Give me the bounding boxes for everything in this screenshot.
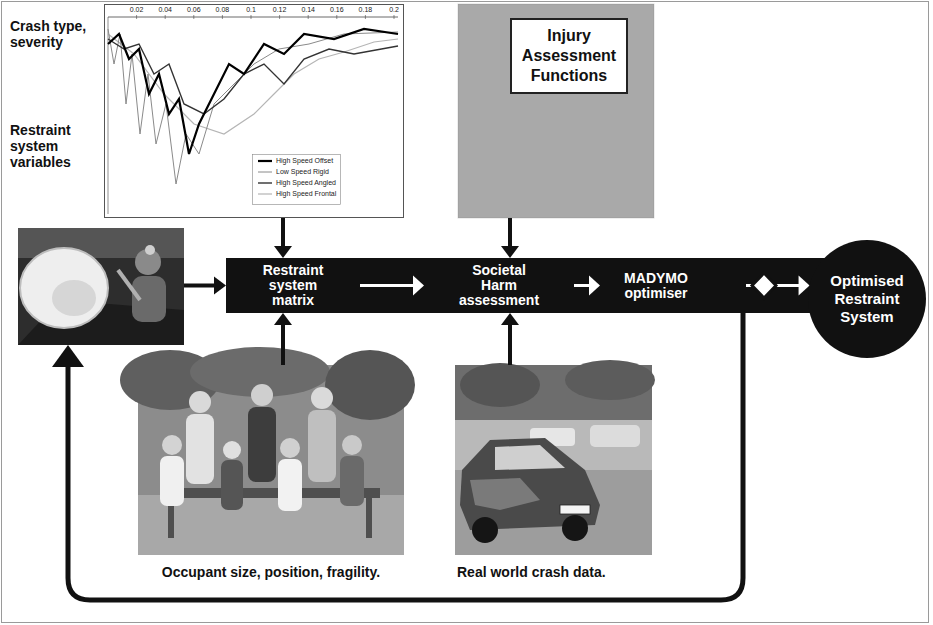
axis-label: 0.12 [273,6,287,14]
connector-line [360,284,415,287]
node-label: Occupant size, position, fragility. [134,564,408,580]
connector [360,276,424,296]
axis-label: 0.02 [130,6,144,14]
connector-line [574,284,591,287]
connector [574,276,600,296]
node-label: MADYMO optimiser [611,271,701,301]
connector-line [184,284,216,288]
axis-label: 0.18 [359,6,373,14]
arrow-head [501,313,519,325]
panel-texture [458,4,654,218]
node-label: Optimised Restraint System [819,272,915,326]
axis-label: 0.1 [246,6,256,14]
legend-line [258,160,272,162]
process-step: Societal Harm assessment [424,258,574,313]
connector-line [508,323,512,365]
node-label: Injury Assessment Functions [518,26,620,86]
injury-panel: Injury Assessment Functions [458,4,654,218]
photo-panel: Real world crash data. [455,365,652,555]
node-label: Real world crash data. [457,564,667,580]
legend-line [258,172,272,173]
crash-chart [105,5,404,218]
legend-row: High Speed Frontal [257,190,336,198]
legend-text: High Speed Angled [276,179,336,187]
arrow-head [214,277,226,295]
connector [274,218,292,258]
result-circle: Optimised Restraint System [808,240,926,358]
connector-line [68,313,743,600]
connector [184,277,226,295]
arrow-head [52,345,84,367]
node-label: Crash type, severity [10,18,98,50]
connector [52,313,743,600]
axis-label: 0.16 [330,6,344,14]
connector-line [508,218,512,248]
airbag-photo [18,228,184,345]
process-band [226,258,842,313]
legend-line [258,182,272,183]
label-box: Injury Assessment Functions [510,18,628,94]
node-label: Restraint system matrix [253,263,333,308]
arrow-head [501,246,519,258]
legend-line-sample [257,190,273,198]
family-photo [120,347,415,555]
axis-label: 0.2 [389,6,399,14]
legend-row: High Speed Offset [257,157,333,165]
connector [274,313,292,365]
arrow-head [274,246,292,258]
legend-text: High Speed Offset [276,157,333,165]
legend-text: High Speed Frontal [276,190,336,198]
axis-label: 0.14 [301,6,315,14]
process-step: Restraint system matrix [226,258,360,313]
legend-line-sample [257,157,273,165]
grey-panel [458,4,654,218]
legend-row: Low Speed Rigid [257,168,329,176]
legend-line-sample [257,179,273,187]
node-label: Societal Harm assessment [453,263,545,308]
decision-diamond [752,273,776,298]
axis-label: 0.04 [158,6,172,14]
arrow-head [413,276,424,296]
axis-label: 0.06 [187,6,201,14]
photo-panel: Restraint system variables [18,228,184,345]
legend-line-sample [257,168,273,176]
legend-line [258,193,272,194]
process-step: MADYMO optimiser [600,258,746,313]
connector [501,218,519,258]
legend-row: High Speed Angled [257,179,336,187]
car-photo [455,360,655,555]
connector [501,313,519,365]
chart-panel: Crash type, severity [104,4,404,218]
arrow-head [274,313,292,325]
arrow-head [799,276,810,296]
photo-panel: Occupant size, position, fragility. [138,365,404,555]
node-label: Restraint system variables [10,122,88,170]
arrow-head [589,276,600,296]
connector-line [281,323,285,365]
legend-text: Low Speed Rigid [276,168,329,176]
connector-line [281,218,285,248]
axis-label: 0.08 [216,6,230,14]
